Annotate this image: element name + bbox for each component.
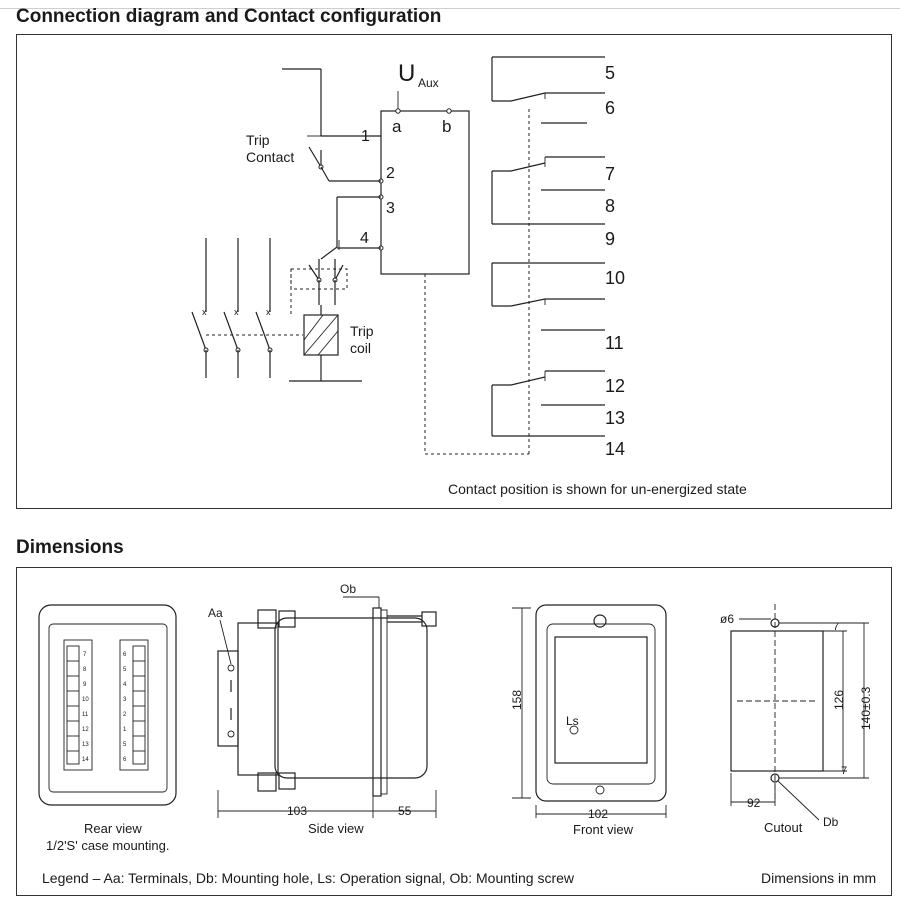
svg-text:3: 3 xyxy=(123,697,127,703)
contact-11-label: 11 xyxy=(605,333,624,353)
svg-text:13: 13 xyxy=(82,742,89,748)
trip-contact-label-2: Contact xyxy=(246,149,294,165)
term-b-label: b xyxy=(442,117,451,136)
legend-text: Legend – Aa: Terminals, Db: Mounting hol… xyxy=(42,870,575,886)
contact-9-label: 9 xyxy=(605,229,615,249)
dim-d6: ø6 xyxy=(720,612,734,626)
uaux-sub-label: Aux xyxy=(418,76,439,90)
aa-label: Aa xyxy=(208,606,223,620)
rear-view-mounting-caption: 1/2'S' case mounting. xyxy=(46,838,169,853)
terminal-4-label: 4 xyxy=(360,230,369,247)
dim-103: 103 xyxy=(287,804,307,818)
top-rule xyxy=(0,8,900,9)
dimensions-panel: 7 8 9 10 11 12 13 14 6 5 4 3 2 1 5 6 Rea… xyxy=(16,567,892,896)
contact-10-label: 10 xyxy=(605,268,625,288)
dim-140: 140±0.3 xyxy=(859,686,873,730)
trip-coil-label-2: coil xyxy=(350,340,371,356)
terminal-b xyxy=(446,108,452,114)
svg-text:14: 14 xyxy=(82,757,89,763)
terminal-2-label: 2 xyxy=(386,165,395,182)
connection-diagram: U Aux a b 1 2 3 4 Trip Contact Trip xyxy=(191,56,747,497)
rear-terminal-numbers: 7 8 9 10 11 12 13 14 6 5 4 3 2 1 5 6 xyxy=(82,652,127,763)
dimensions-drawing: 7 8 9 10 11 12 13 14 6 5 4 3 2 1 5 6 Rea… xyxy=(38,582,876,886)
contact-position-note: Contact position is shown for un-energiz… xyxy=(448,481,747,497)
dim-102: 102 xyxy=(588,807,608,821)
svg-text:9: 9 xyxy=(83,682,87,688)
connection-diagram-panel: U Aux a b 1 2 3 4 Trip Contact Trip xyxy=(16,34,892,509)
contact-13-label: 13 xyxy=(605,408,625,428)
ls-label: Ls xyxy=(566,714,579,728)
svg-text:x: x xyxy=(266,307,271,317)
side-view-caption: Side view xyxy=(308,821,364,836)
svg-text:x: x xyxy=(202,307,207,317)
dim-92: 92 xyxy=(747,796,761,810)
dim-126: 126 xyxy=(832,690,846,710)
svg-text:11: 11 xyxy=(82,712,89,718)
svg-text:10: 10 xyxy=(82,697,89,703)
svg-text:8: 8 xyxy=(83,667,87,673)
units-note: Dimensions in mm xyxy=(761,870,876,886)
term-a-label: a xyxy=(392,117,402,136)
svg-text:7: 7 xyxy=(83,652,87,658)
contact-7-label: 7 xyxy=(605,164,615,184)
front-view-outline xyxy=(535,604,667,802)
svg-text:6: 6 xyxy=(123,652,127,658)
dim-158: 158 xyxy=(510,690,524,710)
dim-55: 55 xyxy=(398,804,412,818)
trip-contact-label-1: Trip xyxy=(246,132,270,148)
svg-text:4: 4 xyxy=(123,682,127,688)
ob-label: Ob xyxy=(340,582,356,596)
contact-5-label: 5 xyxy=(605,63,615,83)
rear-view-outline xyxy=(38,604,177,806)
svg-text:6: 6 xyxy=(123,757,127,763)
contact-8-label: 8 xyxy=(605,196,615,216)
terminal-a xyxy=(395,108,401,114)
connection-section-title: Connection diagram and Contact configura… xyxy=(16,6,442,27)
svg-text:2: 2 xyxy=(123,712,127,718)
rear-view-caption: Rear view xyxy=(84,821,142,836)
side-view-body xyxy=(274,617,428,779)
contact-12-label: 12 xyxy=(605,376,625,396)
dim-7-bottom: 7 xyxy=(841,765,847,777)
cutout-caption: Cutout xyxy=(764,820,803,835)
contact-6-label: 6 xyxy=(605,98,615,118)
uaux-label: U xyxy=(398,60,415,87)
terminal-3-label: 3 xyxy=(386,200,395,217)
db-label: Db xyxy=(823,815,839,829)
svg-text:x: x xyxy=(234,307,239,317)
svg-text:12: 12 xyxy=(82,727,89,733)
dimensions-section-title: Dimensions xyxy=(16,537,124,558)
svg-text:5: 5 xyxy=(123,667,127,673)
cutout-outline xyxy=(730,630,824,772)
contact-14-label: 14 xyxy=(605,439,625,459)
svg-text:5: 5 xyxy=(123,742,127,748)
front-view-caption: Front view xyxy=(573,822,634,837)
dim-7-top: 7 xyxy=(833,621,839,633)
trip-coil-label-1: Trip xyxy=(350,323,374,339)
svg-text:1: 1 xyxy=(123,727,127,733)
